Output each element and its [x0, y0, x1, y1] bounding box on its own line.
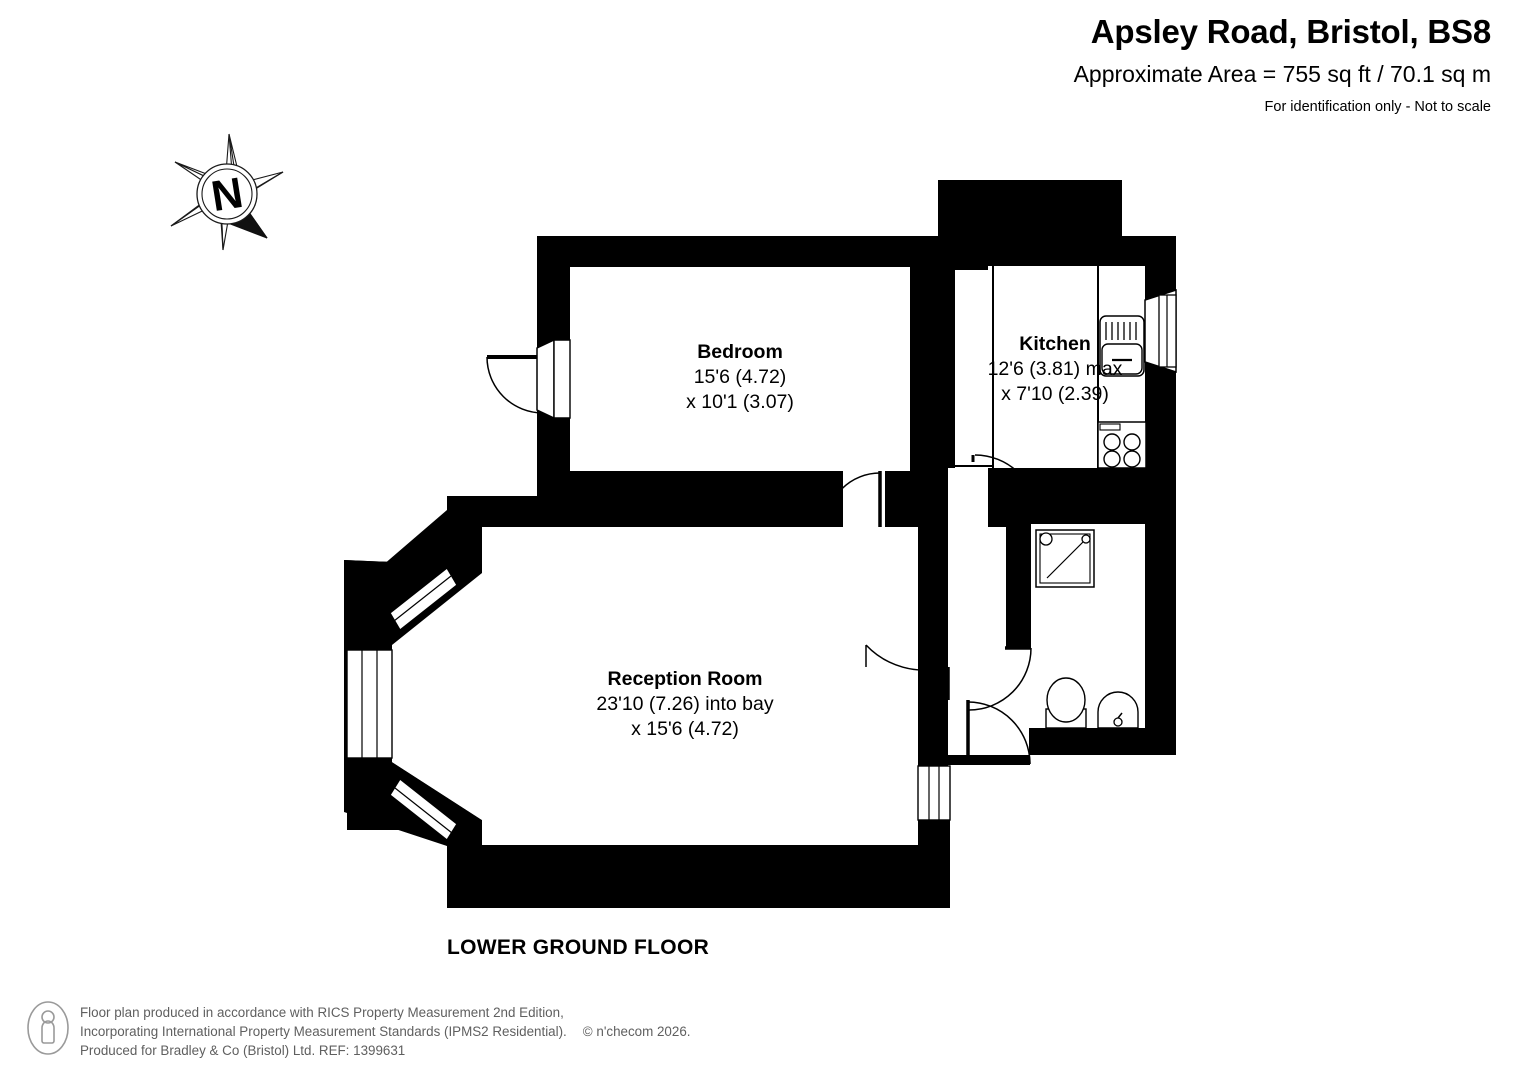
approximate-area: Approximate Area = 755 sq ft / 70.1 sq m [1073, 61, 1491, 88]
room-dim-kitchen-2: x 7'10 (2.39) [1001, 382, 1109, 405]
walls-group [347, 180, 1176, 908]
room-name-reception: Reception Room [607, 668, 763, 690]
footer-line-2-wrap: Incorporating International Property Mea… [80, 1022, 691, 1041]
compass-rose-icon: N [170, 133, 284, 251]
room-label-kitchen: Kitchen 12'6 (3.81) max x 7'10 (2.39) [935, 332, 1175, 407]
room-dim-bedroom-2: x 10'1 (3.07) [686, 390, 794, 413]
room-dim-bedroom-1: 15'6 (4.72) [693, 365, 787, 388]
room-dim-reception-2: x 15'6 (4.72) [631, 717, 739, 740]
bay-window-upper [389, 566, 458, 632]
room-name-kitchen: Kitchen [1019, 333, 1091, 355]
header: Apsley Road, Bristol, BS8 Approximate Ar… [1073, 13, 1492, 116]
disclaimer-note: For identification only - Not to scale [1264, 98, 1491, 115]
plan-geometry [344, 180, 1176, 908]
door-reception-hall-lower [966, 700, 1031, 765]
room-dim-kitchen-1: 12'6 (3.81) max [987, 357, 1123, 380]
wall-detail-group [344, 180, 1176, 908]
footer-line-3: Produced for Bradley & Co (Bristol) Ltd.… [80, 1043, 406, 1059]
room-label-bedroom: Bedroom 15'6 (4.72) x 10'1 (3.07) [620, 340, 860, 415]
page-title: Apsley Road, Bristol, BS8 [1090, 13, 1491, 50]
person-in-circle-icon [27, 1001, 69, 1055]
floor-title: LOWER GROUND FLOOR [447, 936, 710, 959]
room-name-bedroom: Bedroom [697, 341, 783, 363]
bay-window-lower [389, 777, 458, 842]
door-bedroom-hall [825, 471, 882, 528]
door-hall-bathroom [968, 646, 1032, 711]
shower-icon [1035, 529, 1095, 588]
room-label-reception: Reception Room 23'10 (7.26) into bay x 1… [565, 667, 805, 742]
wc-icon [1045, 677, 1087, 729]
door-bedroom-entrance [486, 355, 544, 414]
door-hall-reception [865, 644, 950, 700]
basin-icon [1097, 691, 1139, 729]
footer-line-1: Floor plan produced in accordance with R… [80, 1005, 564, 1020]
bedroom-entry-reveal [536, 338, 571, 420]
footer-line-2: Incorporating International Property Mea… [80, 1024, 567, 1040]
compass-north-label: N [208, 169, 246, 221]
footer: Floor plan produced in accordance with R… [26, 1000, 691, 1060]
wall-silhouette [344, 180, 1176, 908]
room-dim-reception-1: 23'10 (7.26) into bay [596, 692, 774, 715]
footer-text: Floor plan produced in accordance with R… [80, 1000, 691, 1060]
bay-window-middle [346, 649, 393, 759]
hob-icon [1097, 421, 1147, 469]
reception-window-right [917, 765, 951, 821]
footer-copyright: © n'checom 2026. [582, 1024, 691, 1040]
door-kitchen-hall [971, 454, 1038, 518]
